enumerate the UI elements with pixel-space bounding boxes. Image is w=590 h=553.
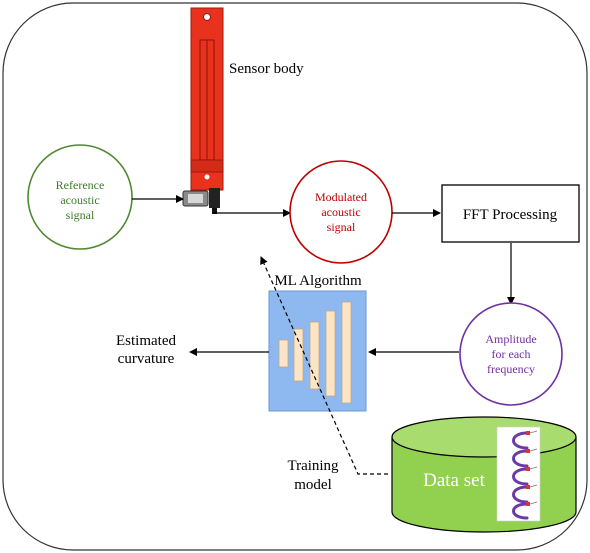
amplitude-line-1: Amplitude <box>485 332 536 346</box>
training-dashed-path <box>260 256 388 475</box>
estimated-curvature-line-1: Estimated <box>116 333 176 349</box>
estimated-curvature-line-2: curvature <box>118 351 175 367</box>
reference-signal-line-3: signal <box>66 208 95 222</box>
ml-algorithm-label: ML Algorithm <box>274 273 362 289</box>
modulated-signal-line-3: signal <box>327 220 356 234</box>
sensor-body-illustration <box>182 7 224 214</box>
sensor-body-label: Sensor body <box>229 61 304 77</box>
reference-signal-line-2: acoustic <box>60 193 99 207</box>
training-model-line-1: Training <box>287 458 339 474</box>
amplitude-line-3: frequency <box>487 362 535 376</box>
arrow-sensor-to-modulated <box>214 209 291 217</box>
data-set-label: Data set <box>423 470 485 491</box>
reference-signal-line-1: Reference <box>56 178 105 192</box>
modulated-signal-line-2: acoustic <box>321 205 360 219</box>
fft-processing-box <box>441 184 580 243</box>
amplitude-line-2: for each <box>492 347 531 361</box>
ml-layers <box>278 301 352 404</box>
modulated-signal-node <box>289 160 393 264</box>
fft-processing-label: FFT Processing <box>463 207 558 223</box>
amplitude-node <box>459 302 563 406</box>
training-model-line-2: model <box>294 477 332 493</box>
modulated-signal-line-1: Modulated <box>315 190 367 204</box>
dataset-sample-image <box>496 426 541 522</box>
reference-signal-node <box>27 144 133 250</box>
